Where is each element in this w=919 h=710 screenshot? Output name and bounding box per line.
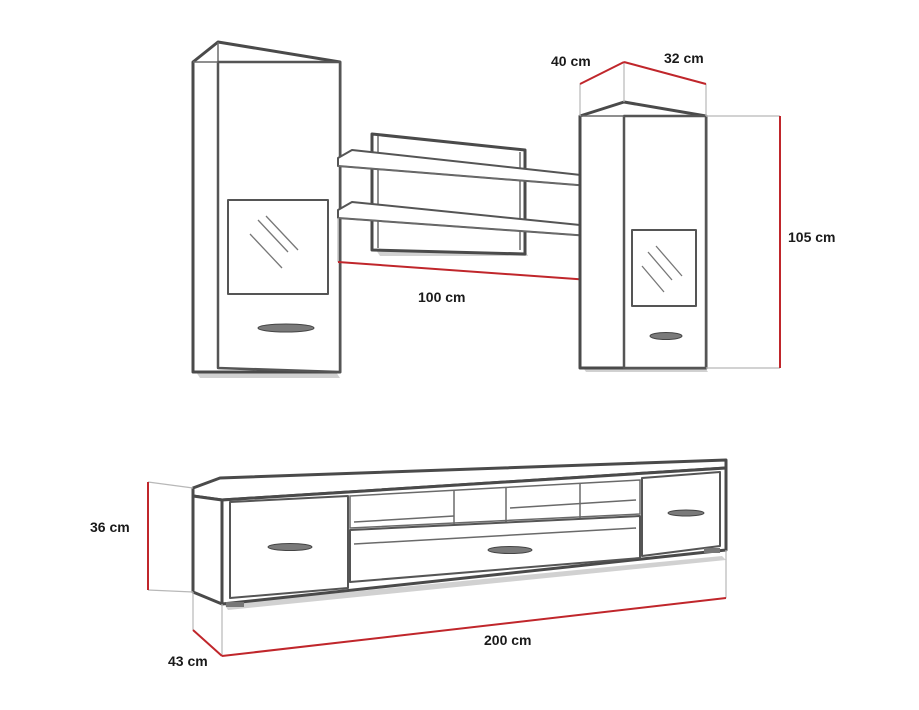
shelf-width-dimension-line	[337, 261, 591, 281]
left-wall-cabinet	[191, 40, 342, 378]
shelf-width-label: 100 cm	[418, 289, 466, 305]
tv-stand	[147, 458, 728, 657]
tv-stand-width-dimension-line	[221, 597, 727, 657]
tv-stand-left-handle	[267, 543, 313, 551]
tv-stand-foot-left	[226, 602, 244, 607]
left-cabinet-handle	[257, 323, 315, 333]
tv-stand-depth-label: 43 cm	[168, 653, 208, 669]
right-wall-cabinet	[578, 61, 781, 372]
tv-stand-foot-right	[704, 548, 720, 553]
tv-stand-right-handle	[667, 509, 705, 517]
cabinet-depth-dimension-line	[579, 61, 625, 85]
cabinet-width-dimension-line	[623, 61, 707, 85]
right-glass-panel	[631, 229, 697, 307]
cabinet-width-label: 32 cm	[664, 50, 704, 66]
tv-stand-depth-dimension-line	[192, 629, 223, 657]
tv-stand-drawer-handle	[487, 546, 533, 554]
tv-stand-height-label: 36 cm	[90, 519, 130, 535]
left-glass-panel	[227, 199, 329, 295]
right-cabinet-handle	[649, 332, 683, 340]
cabinet-height-label: 105 cm	[788, 229, 836, 245]
floating-shelf-unit	[337, 132, 591, 281]
tv-stand-width-label: 200 cm	[484, 632, 532, 648]
cabinet-depth-label: 40 cm	[551, 53, 591, 69]
